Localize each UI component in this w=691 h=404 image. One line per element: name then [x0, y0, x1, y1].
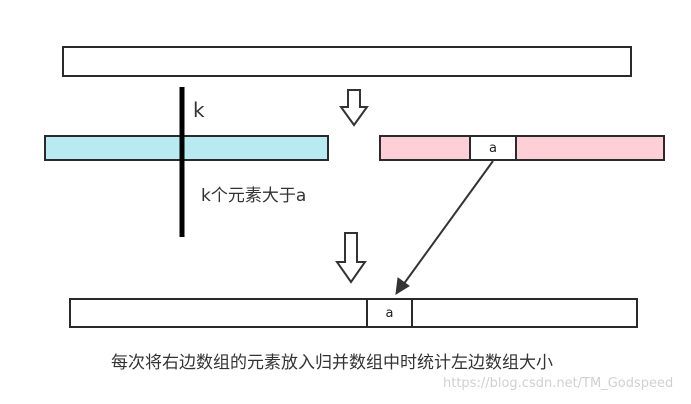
merged-element-a-label: a [385, 305, 394, 321]
caption: 每次将右边数组的元素放入归并数组中时统计左边数组大小 [111, 353, 553, 373]
move-element-line [402, 160, 494, 286]
k-label: k [193, 98, 205, 122]
left-subarray [44, 135, 329, 161]
merged-array [69, 298, 638, 328]
right-subarray [379, 135, 665, 161]
merge-arrow-icon [335, 232, 367, 284]
merged-element-a: a [366, 298, 413, 328]
right-element-a-label: a [489, 140, 497, 156]
move-element-arrowhead-icon [395, 277, 410, 295]
watermark: https://blog.csdn.net/TM_Godspeed [443, 376, 674, 391]
right-element-a: a [469, 135, 517, 161]
original-array [62, 46, 632, 77]
split-arrow-icon [339, 89, 369, 127]
k-description: k个元素大于a [201, 186, 307, 206]
